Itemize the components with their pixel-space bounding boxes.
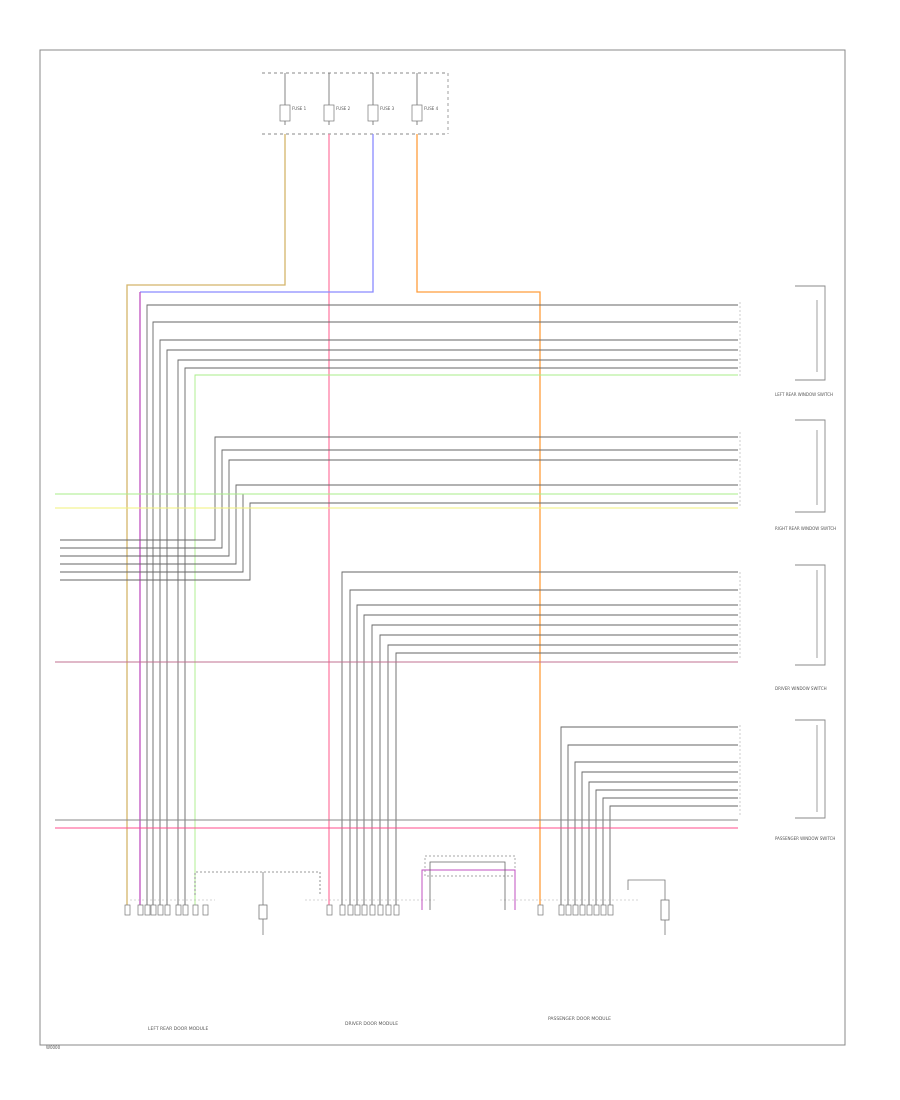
fuse-4: FUSE 4 (411, 73, 439, 125)
fuse-2-label: FUSE 2 (336, 106, 351, 111)
lr-window-switch: LEFT REAR WINDOW SWITCH (739, 285, 833, 397)
wire-orange (416, 134, 541, 910)
rr-window-switch-label: RIGHT REAR WINDOW SWITCH (775, 526, 836, 531)
driver-door-module: DRIVER DOOR MODULE (305, 899, 435, 1027)
left-rear-door-module: LEFT REAR DOOR MODULE (124, 899, 215, 1032)
center-splice (421, 855, 516, 910)
rr-switch-wires (55, 436, 738, 581)
fuse-1-label: FUSE 1 (292, 106, 307, 111)
diagram-frame (39, 49, 846, 1046)
lr-switch-wires (146, 304, 738, 910)
lr-window-switch-label: LEFT REAR WINDOW SWITCH (775, 392, 833, 397)
driver-switch-wires (55, 571, 738, 910)
passenger-switch-wires (55, 726, 738, 910)
footer-code: W0000 (46, 1045, 61, 1050)
fuse-box (262, 72, 449, 135)
fuse-2: FUSE 2 (323, 73, 351, 125)
wire-tan (126, 134, 286, 910)
driver-window-switch-label: DRIVER WINDOW SWITCH (775, 686, 827, 691)
fuse-3-label: FUSE 3 (380, 106, 395, 111)
passenger-door-module: PASSENGER DOOR MODULE (500, 899, 640, 1022)
passenger-window-switch: PASSENGER WINDOW SWITCH (739, 719, 835, 841)
driver-door-module-label: DRIVER DOOR MODULE (345, 1021, 398, 1027)
feed-wires (126, 134, 541, 910)
fuse-3: FUSE 3 (367, 73, 395, 125)
rr-window-switch: RIGHT REAR WINDOW SWITCH (739, 419, 836, 531)
passenger-window-switch-label: PASSENGER WINDOW SWITCH (775, 836, 835, 841)
fuse-4-label: FUSE 4 (424, 106, 439, 111)
left-sensor (194, 871, 321, 935)
driver-window-switch: DRIVER WINDOW SWITCH (739, 564, 827, 691)
wire-blue (140, 134, 374, 293)
passenger-door-module-label: PASSENGER DOOR MODULE (548, 1016, 611, 1022)
right-sensor (627, 879, 670, 935)
fuse-1: FUSE 1 (279, 73, 307, 125)
left-rear-door-module-label: LEFT REAR DOOR MODULE (148, 1026, 208, 1032)
